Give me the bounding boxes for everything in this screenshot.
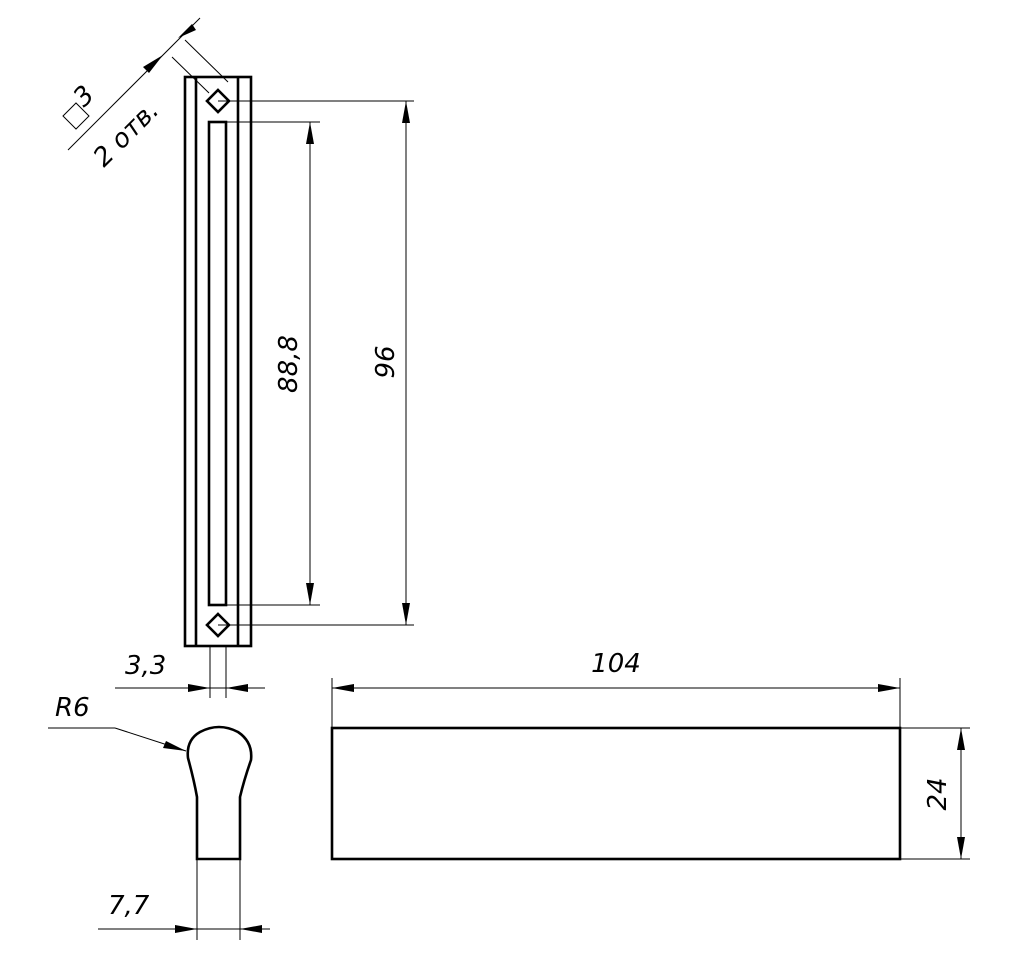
dimension-hole-spacing: 96 [218, 100, 414, 626]
dimension-base-width: 7,7 [98, 859, 270, 940]
dim-24-label: 24 [923, 777, 953, 810]
profile-view: R6 [48, 693, 253, 861]
profile-outline [186, 725, 253, 861]
dimension-slot-width: 3,3 [115, 646, 265, 698]
side-outline [330, 726, 902, 861]
hole-callout: 3 2 отв. [62, 17, 229, 173]
hole-size-label: 3 [68, 80, 101, 113]
square-hole-bottom [205, 612, 231, 638]
dimension-length: 104 [331, 649, 901, 728]
dimension-height: 24 [900, 727, 970, 860]
side-view [330, 726, 902, 861]
dim-7-7-label: 7,7 [108, 891, 150, 921]
square-symbol [62, 102, 90, 130]
front-view [183, 75, 253, 648]
part-outline [183, 75, 253, 648]
dim-104-label: 104 [591, 649, 641, 679]
square-hole-top [205, 88, 231, 114]
dim-3-3-label: 3,3 [125, 651, 166, 681]
slot [207, 120, 228, 607]
dimension-slot-length: 88,8 [226, 121, 320, 606]
hole-count-label: 2 отв. [88, 96, 165, 173]
radius-label: R6 [55, 693, 90, 723]
dim-88-8-label: 88,8 [274, 335, 304, 393]
dim-96-label: 96 [371, 345, 401, 378]
